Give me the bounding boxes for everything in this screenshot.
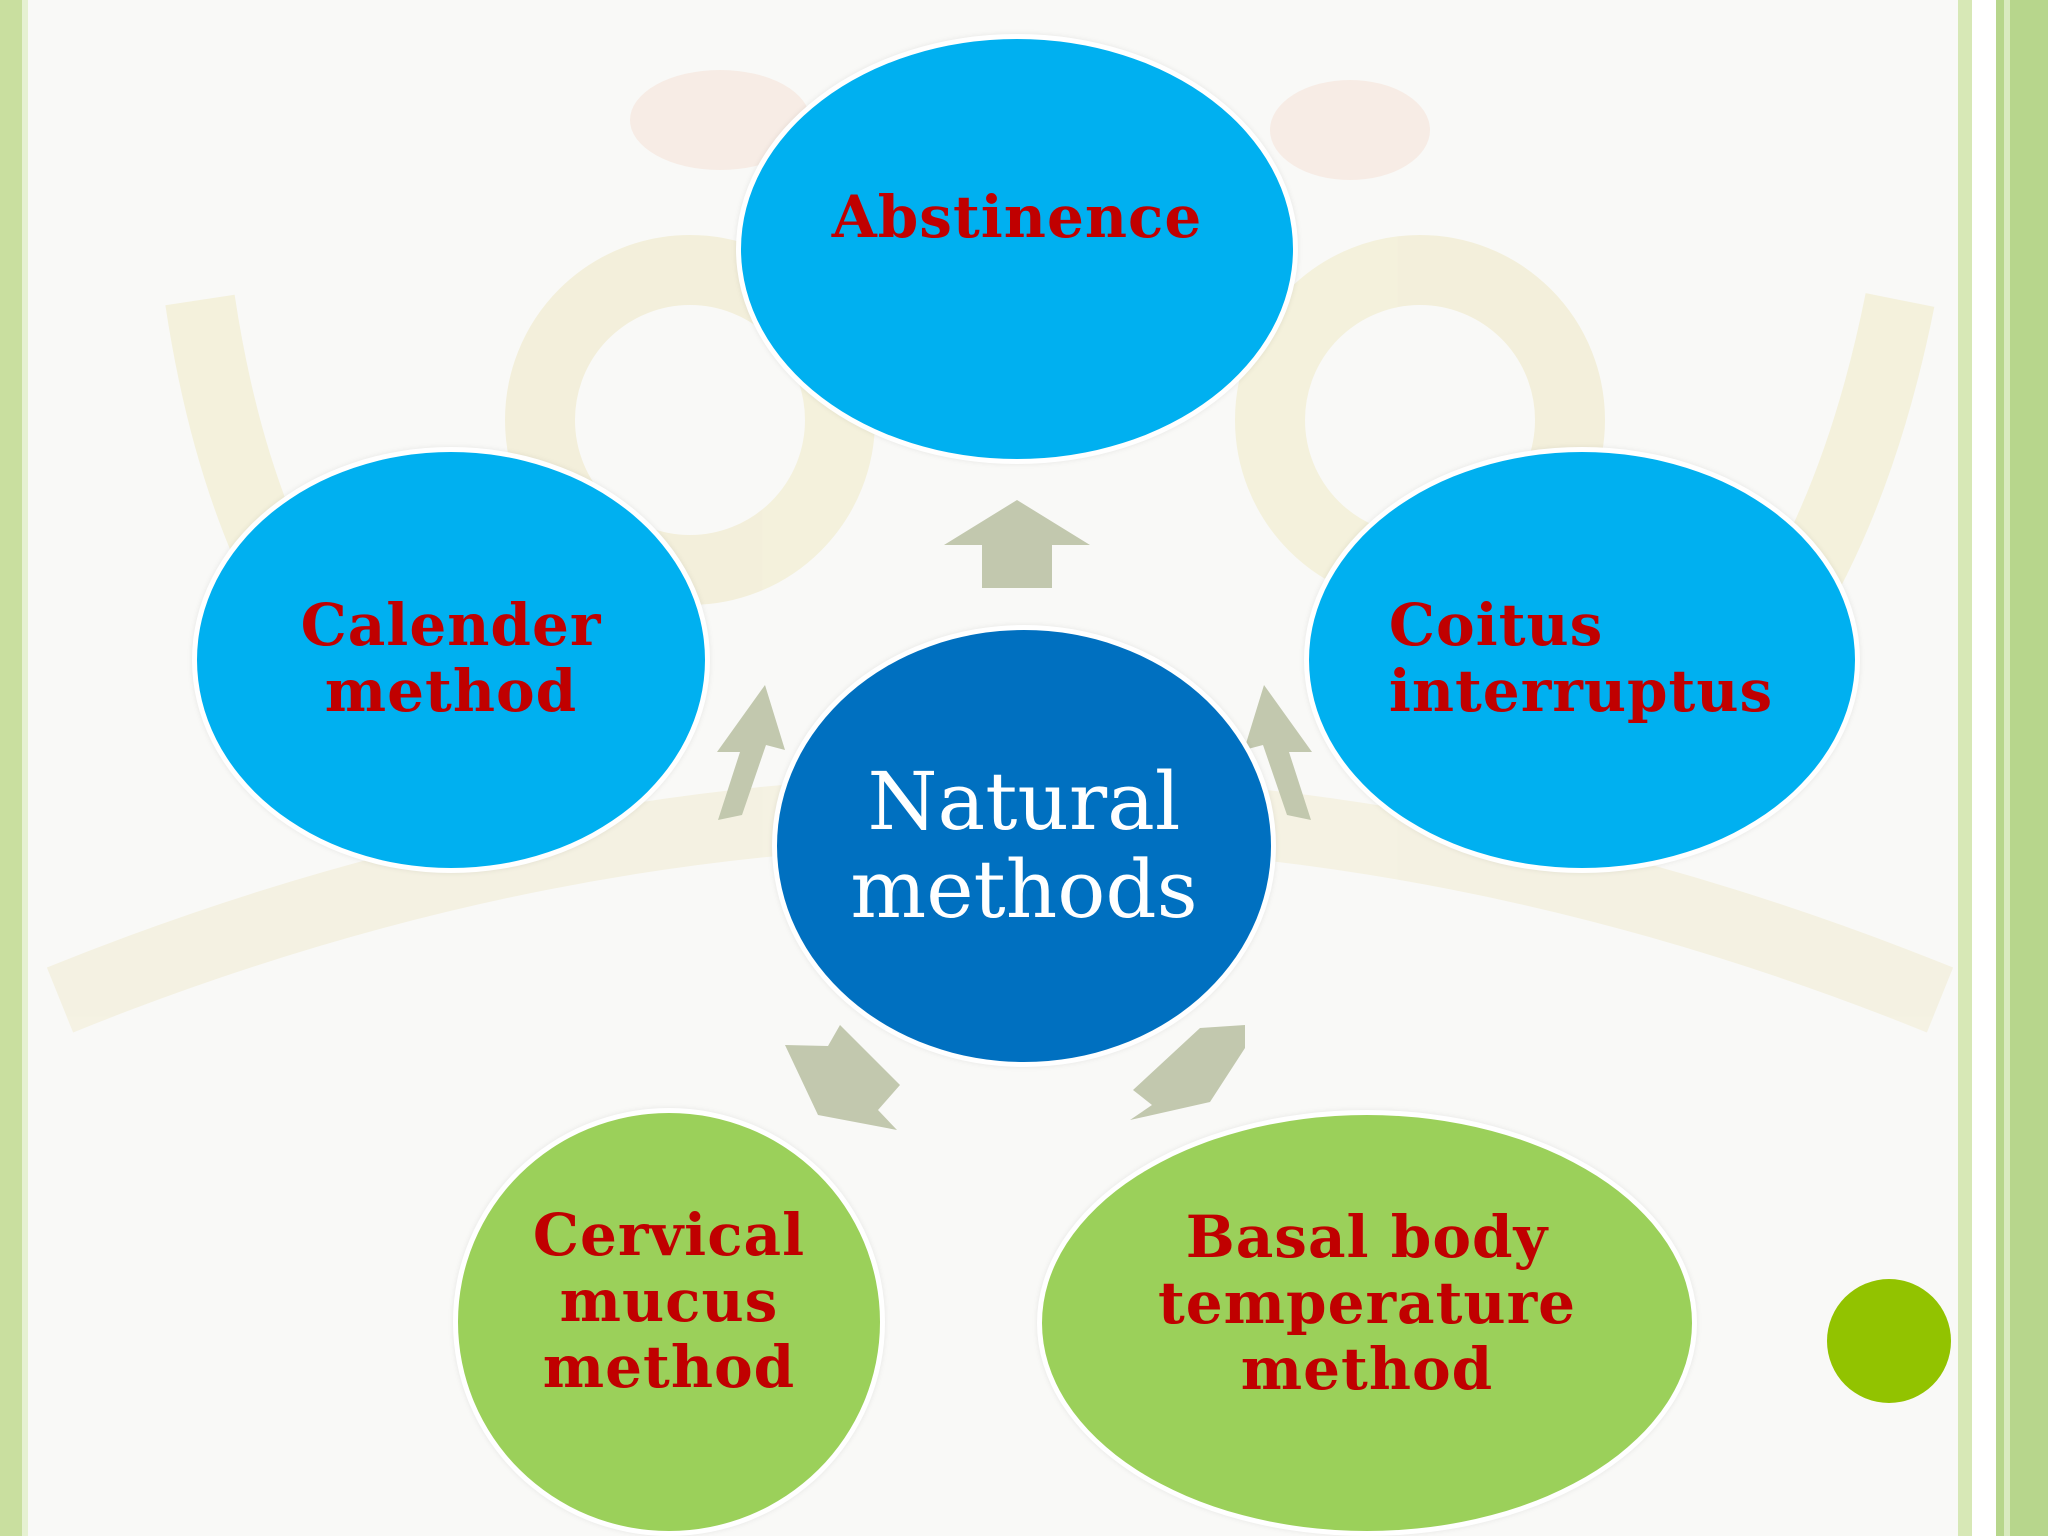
arrow-to-basal xyxy=(1130,1025,1245,1120)
right-border-stripe xyxy=(1958,0,1972,1536)
node-cervical-mucus-method: Cervical mucus method xyxy=(453,1108,885,1536)
arrow-to-calendar xyxy=(717,685,785,820)
left-border-inner xyxy=(22,0,28,1536)
right-border-gap xyxy=(1972,0,1996,1536)
center-node-natural-methods: Natural methods xyxy=(772,625,1276,1067)
node-basal-body-temperature-method: Basal body temperature method xyxy=(1037,1110,1697,1536)
right-border-highlight xyxy=(2004,0,2010,1536)
node-calendar-label: Calender method xyxy=(300,590,602,725)
node-cervical-label: Cervical mucus method xyxy=(532,1201,806,1401)
arrow-to-cervical xyxy=(785,1025,900,1130)
arrow-to-abstinence xyxy=(944,500,1090,588)
accent-dot xyxy=(1827,1279,1951,1403)
node-calendar-method: Calender method xyxy=(192,447,710,873)
node-coitus-label: Coitus interruptus xyxy=(1388,590,1774,725)
left-border xyxy=(0,0,22,1536)
node-abstinence: Abstinence xyxy=(736,34,1298,464)
center-label: Natural methods xyxy=(850,755,1198,936)
node-basal-label: Basal body temperature method xyxy=(1157,1203,1577,1403)
node-abstinence-label: Abstinence xyxy=(831,183,1203,251)
node-coitus-interruptus: Coitus interruptus xyxy=(1304,447,1860,873)
arrow-to-coitus xyxy=(1244,685,1312,820)
